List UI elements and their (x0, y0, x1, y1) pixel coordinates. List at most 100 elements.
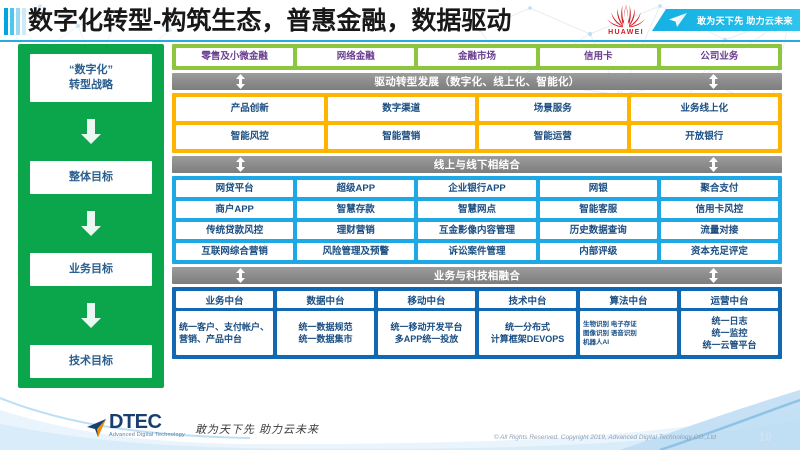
business-goals-row-2: 商户APP 智慧存款 智慧网点 智能客服 信用卡风控 (176, 201, 779, 218)
tech-column-operation-midplatform: 运营中台 统一日志 统一监控 统一云管平台 (681, 291, 778, 355)
double-arrow-icon (709, 268, 718, 283)
overall-goal-business-online[interactable]: 业务线上化 (630, 97, 778, 121)
business-goal-internet-marketing[interactable]: 互联网综合营销 (176, 243, 294, 260)
tech-head-business[interactable]: 业务中台 (176, 291, 273, 308)
strategy-step-digital-transformation: “数字化” 转型战略 (30, 54, 152, 102)
tech-column-business-midplatform: 业务中台 统一客户、支付帐户、营销、产品中台 (176, 291, 273, 355)
dtec-mark-icon (86, 418, 108, 438)
tech-column-data-midplatform: 数据中台 统一数据规范 统一数据集市 (277, 291, 374, 355)
connector-online-offline: 线上与线下相结合 (172, 156, 782, 173)
business-goal-corporate-bank-app[interactable]: 企业银行APP (418, 180, 536, 197)
connector-drive-label: 驱动转型发展（数字化、线上化、智能化） (374, 76, 580, 88)
tech-goals-band: 业务中台 统一客户、支付帐户、营销、产品中台 数据中台 统一数据规范 统一数据集… (172, 287, 782, 359)
overall-goal-smart-operation[interactable]: 智能运营 (479, 125, 627, 149)
overall-goal-scenario-service[interactable]: 场景服务 (479, 97, 627, 121)
strategy-column: “数字化” 转型战略 整体目标 业务目标 技术目标 (18, 44, 164, 388)
business-goal-smart-customer-service[interactable]: 智能客服 (539, 201, 657, 218)
tech-body-data-line2: 统一数据集市 (298, 334, 353, 344)
tech-body-algorithm-line1: 生物识别 电子存证 (583, 320, 637, 328)
page-title: 数字化转型-构筑生态，普惠金融，数据驱动 (28, 7, 512, 35)
business-goal-super-app[interactable]: 超级APP (297, 180, 415, 197)
footer-slogan: 敢为天下先 助力云未来 (194, 424, 319, 436)
tech-body-algorithm: 生物识别 电子存证 图像识别 语音识别 机器人AI (580, 311, 677, 355)
overall-goal-digital-channel[interactable]: 数字渠道 (327, 97, 475, 121)
business-goal-online-banking[interactable]: 网银 (539, 180, 657, 197)
business-goal-risk-management-warning[interactable]: 风险管理及预警 (297, 243, 415, 260)
huawei-logo: HUAWEI (598, 2, 654, 38)
page-number: 10 (758, 430, 772, 444)
tech-body-business: 统一客户、支付帐户、营销、产品中台 (176, 311, 273, 355)
strategy-arrow-2 (80, 194, 102, 253)
header-ribbon: 敢为天下先 助力云未来 (652, 9, 800, 31)
strategy-step-overall-goal: 整体目标 (30, 161, 152, 194)
business-goal-smart-branch[interactable]: 智慧网点 (418, 201, 536, 218)
tech-body-operation-line1: 统一日志 (711, 316, 748, 326)
dtec-name: DTEC (109, 410, 162, 433)
copyright-text: © All Rights Reserved. Copyright 2019, A… (493, 434, 716, 441)
overall-goal-smart-risk-control[interactable]: 智能风控 (176, 125, 324, 149)
overall-goal-product-innovation[interactable]: 产品创新 (176, 97, 324, 121)
header-stripe-decoration (4, 8, 26, 35)
connector-business-tech: 业务与科技相融合 (172, 267, 782, 284)
strategy-arrow-3 (80, 286, 102, 345)
business-goal-capital-adequacy[interactable]: 资本充足评定 (660, 243, 779, 260)
business-goal-traffic-integration[interactable]: 流量对接 (660, 222, 779, 239)
tech-body-mobile: 统一移动开发平台 多APP统一投放 (378, 311, 475, 355)
business-goal-credit-card-risk-control[interactable]: 信用卡风控 (660, 201, 779, 218)
double-arrow-icon (709, 157, 718, 172)
strategy-arrow-1 (80, 102, 102, 161)
overall-goals-row-1: 产品创新 数字渠道 场景服务 业务线上化 (176, 97, 778, 121)
business-goal-merchant-app[interactable]: 商户APP (176, 201, 294, 218)
huawei-wordmark: HUAWEI (608, 29, 644, 36)
connector-drive-transformation: 驱动转型发展（数字化、线上化、智能化） (172, 73, 782, 90)
connector-business-tech-label: 业务与科技相融合 (433, 270, 521, 282)
overall-goal-smart-marketing[interactable]: 智能营销 (327, 125, 475, 149)
dtec-tagline: Advanced Digital Technology (109, 431, 185, 438)
down-arrow-icon (81, 210, 101, 236)
tech-body-algorithm-line2: 图像识别 语音识别 (583, 329, 637, 337)
ribbon-slogan: 敢为天下先 助力云未来 (697, 15, 793, 26)
tech-head-technology[interactable]: 技术中台 (479, 291, 576, 308)
business-line-internet-finance[interactable]: 网络金融 (297, 48, 415, 66)
business-goal-internal-rating[interactable]: 内部评级 (539, 243, 657, 260)
overall-goal-open-banking[interactable]: 开放银行 (630, 125, 778, 149)
business-goal-traditional-loan-risk[interactable]: 传统贷款风控 (176, 222, 294, 239)
tech-body-operation: 统一日志 统一监控 统一云管平台 (681, 311, 778, 355)
business-goal-wealth-marketing[interactable]: 理财营销 (297, 222, 415, 239)
overall-goals-row-2: 智能风控 智能营销 智能运营 开放银行 (176, 125, 778, 149)
business-goal-historical-data-query[interactable]: 历史数据查询 (539, 222, 657, 239)
connector-online-offline-label: 线上与线下相结合 (433, 159, 521, 171)
tech-column-technology-midplatform: 技术中台 统一分布式 计算框架DEVOPS (479, 291, 576, 355)
tech-head-mobile[interactable]: 移动中台 (378, 291, 475, 308)
strategy-step-1-line2: 转型战略 (69, 79, 113, 91)
business-goal-aggregate-payment[interactable]: 聚合支付 (660, 180, 779, 197)
strategy-step-1-line1: “数字化” (69, 64, 113, 76)
double-arrow-icon (709, 74, 718, 89)
tech-head-algorithm[interactable]: 算法中台 (580, 291, 677, 308)
slide-footer: DTEC Advanced Digital Technology 敢为天下先 助… (0, 388, 800, 450)
business-goal-image-content-management[interactable]: 互金影像内容管理 (418, 222, 536, 239)
down-arrow-icon (81, 302, 101, 328)
tech-body-mobile-line2: 多APP统一投放 (394, 334, 459, 344)
diagram-stage: “数字化” 转型战略 整体目标 业务目标 技术目标 (18, 44, 782, 388)
tech-head-data[interactable]: 数据中台 (277, 291, 374, 308)
business-goal-litigation-case-management[interactable]: 诉讼案件管理 (418, 243, 536, 260)
tech-body-operation-line3: 统一云管平台 (702, 340, 757, 350)
business-goals-row-1: 网贷平台 超级APP 企业银行APP 网银 聚合支付 (176, 180, 779, 197)
business-line-retail-micro[interactable]: 零售及小微金融 (176, 48, 294, 66)
tech-platform-grid: 业务中台 统一客户、支付帐户、营销、产品中台 数据中台 统一数据规范 统一数据集… (176, 291, 778, 355)
business-goal-online-lending-platform[interactable]: 网贷平台 (176, 180, 294, 197)
tech-body-operation-line2: 统一监控 (711, 328, 748, 338)
business-line-credit-card[interactable]: 信用卡 (539, 48, 657, 66)
tech-head-operation[interactable]: 运营中台 (681, 291, 778, 308)
business-goal-smart-deposit[interactable]: 智慧存款 (297, 201, 415, 218)
double-arrow-icon (236, 268, 245, 283)
header-divider (0, 40, 800, 42)
overall-goals-band: 产品创新 数字渠道 场景服务 业务线上化 智能风控 智能营销 智能运营 开放银行 (172, 93, 782, 153)
business-lines-row: 零售及小微金融 网络金融 金融市场 信用卡 公司业务 (176, 48, 779, 66)
business-line-financial-market[interactable]: 金融市场 (418, 48, 536, 66)
business-goals-row-4: 互联网综合营销 风险管理及预警 诉讼案件管理 内部评级 资本充足评定 (176, 243, 779, 260)
tech-body-data-line1: 统一数据规范 (298, 322, 353, 332)
business-line-corporate[interactable]: 公司业务 (660, 48, 779, 66)
